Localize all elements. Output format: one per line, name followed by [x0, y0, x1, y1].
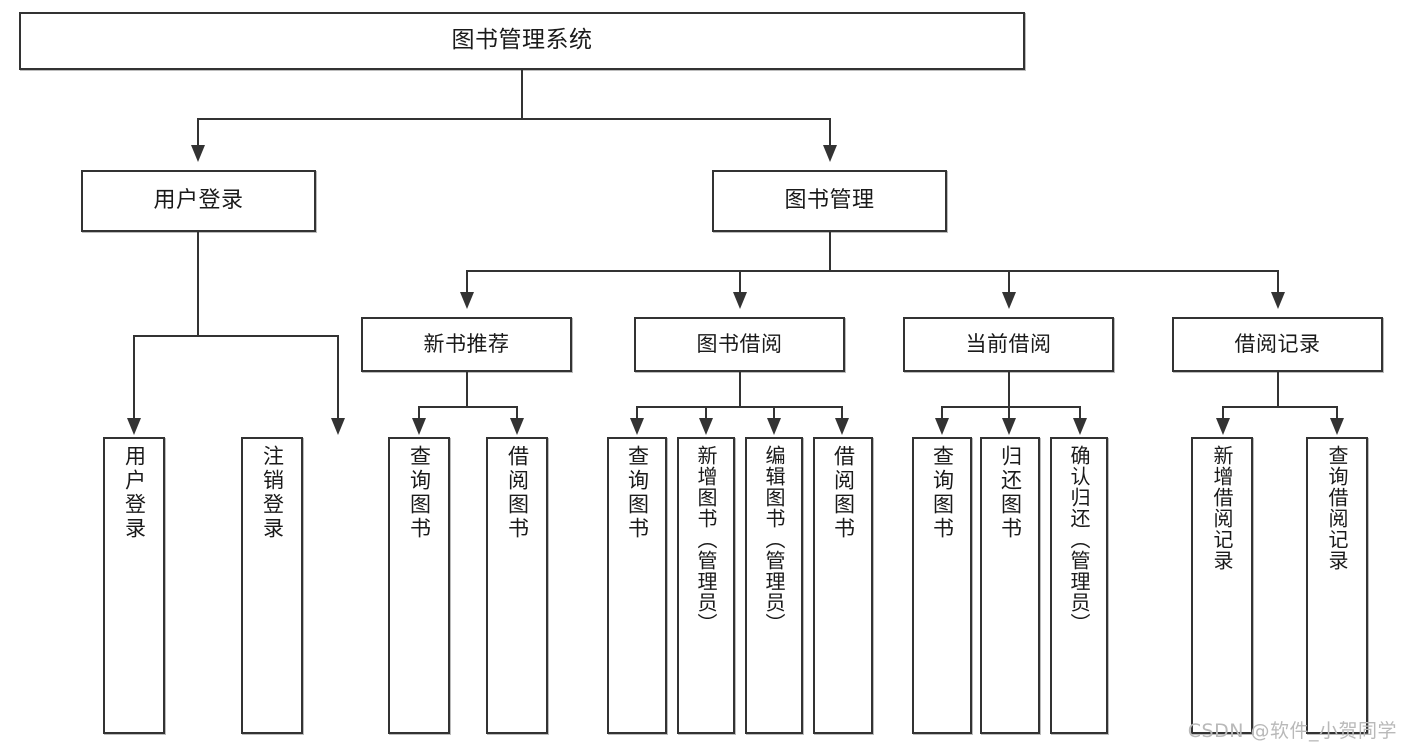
- arrowhead-level3-2: [733, 292, 747, 309]
- connector-user-login-drop-1: [133, 335, 135, 420]
- connector-record-drop-1: [1222, 406, 1224, 420]
- connector-level3-drop-2: [739, 270, 741, 294]
- connector-recommend-drop-2: [516, 406, 518, 420]
- connector-user-login-stem: [197, 232, 199, 336]
- node-label: 新增图书（管理员）: [694, 445, 718, 634]
- connector-level2-bus: [197, 118, 831, 120]
- leaf-borrow-add-book-admin[interactable]: 新增图书（管理员）: [677, 437, 735, 734]
- arrowhead-record-2: [1330, 418, 1344, 435]
- connector-borrow-bus: [636, 406, 843, 408]
- arrowhead-borrow-1: [630, 418, 644, 435]
- leaf-current-return-book[interactable]: 归还图书: [980, 437, 1040, 734]
- connector-level2-drop-1: [197, 118, 199, 147]
- connector-current-drop-2: [1008, 406, 1010, 420]
- connector-current-drop-3: [1079, 406, 1081, 420]
- leaf-recommend-borrow-book[interactable]: 借阅图书: [486, 437, 548, 734]
- connector-level2-drop-2: [829, 118, 831, 147]
- arrowhead-level3-1: [460, 292, 474, 309]
- connector-level3-bus: [466, 270, 1278, 272]
- node-root-system[interactable]: 图书管理系统: [19, 12, 1025, 70]
- node-label: 用户登录: [122, 445, 147, 541]
- arrowhead-borrow-2: [699, 418, 713, 435]
- leaf-borrow-borrow-book[interactable]: 借阅图书: [813, 437, 873, 734]
- arrowhead-user-login-2: [331, 418, 345, 435]
- connector-root-stem: [521, 70, 523, 119]
- connector-level3-drop-1: [466, 270, 468, 294]
- arrowhead-borrow-3: [767, 418, 781, 435]
- arrowhead-current-1: [935, 418, 949, 435]
- connector-borrow-drop-1: [636, 406, 638, 420]
- leaf-recommend-query-book[interactable]: 查询图书: [388, 437, 450, 734]
- watermark-text: CSDN @软件_小贺同学: [1187, 720, 1397, 742]
- node-label: 查询图书: [407, 445, 432, 541]
- connector-recommend-stem: [466, 372, 468, 408]
- node-label: 借阅记录: [1234, 332, 1321, 357]
- connector-user-login-drop-2: [337, 335, 339, 420]
- arrowhead-user-login-1: [127, 418, 141, 435]
- connector-current-drop-1: [941, 406, 943, 420]
- node-label: 借阅图书: [505, 445, 530, 541]
- connector-current-bus: [941, 406, 1081, 408]
- node-label: 确认归还（管理员）: [1067, 445, 1091, 634]
- connector-level3-drop-4: [1277, 270, 1279, 294]
- node-label: 归还图书: [998, 445, 1023, 541]
- connector-current-stem: [1008, 372, 1010, 408]
- connector-book-mgmt-stem: [829, 232, 831, 272]
- connector-borrow-drop-2: [705, 406, 707, 420]
- connector-user-login-bus: [133, 335, 339, 337]
- node-label: 新书推荐: [423, 332, 510, 357]
- leaf-record-add-record[interactable]: 新增借阅记录: [1191, 437, 1253, 734]
- arrowhead-current-2: [1002, 418, 1016, 435]
- node-label: 编辑图书（管理员）: [762, 445, 786, 634]
- leaf-current-query-book[interactable]: 查询图书: [912, 437, 972, 734]
- leaf-record-query-record[interactable]: 查询借阅记录: [1306, 437, 1368, 734]
- connector-borrow-stem: [739, 372, 741, 408]
- node-label: 图书管理系统: [451, 27, 593, 54]
- node-label: 当前借阅: [965, 332, 1052, 357]
- connector-record-bus: [1222, 406, 1338, 408]
- arrowhead-borrow-4: [835, 418, 849, 435]
- arrowhead-level3-3: [1002, 292, 1016, 309]
- arrowhead-level2-1: [191, 145, 205, 162]
- leaf-current-confirm-return-admin[interactable]: 确认归还（管理员）: [1050, 437, 1108, 734]
- node-user-login[interactable]: 用户登录: [81, 170, 316, 232]
- node-label: 查询借阅记录: [1325, 445, 1349, 571]
- arrowhead-level2-2: [823, 145, 837, 162]
- arrowhead-level3-4: [1271, 292, 1285, 309]
- node-borrow-record[interactable]: 借阅记录: [1172, 317, 1383, 372]
- node-label: 用户登录: [153, 188, 244, 214]
- node-new-book-recommend[interactable]: 新书推荐: [361, 317, 572, 372]
- connector-borrow-drop-4: [841, 406, 843, 420]
- node-label: 新增借阅记录: [1210, 445, 1234, 571]
- node-label: 图书管理: [784, 188, 875, 214]
- node-label: 图书借阅: [696, 332, 783, 357]
- arrowhead-record-1: [1216, 418, 1230, 435]
- node-book-borrow[interactable]: 图书借阅: [634, 317, 845, 372]
- node-book-management[interactable]: 图书管理: [712, 170, 947, 232]
- node-label: 借阅图书: [831, 445, 856, 541]
- arrowhead-recommend-2: [510, 418, 524, 435]
- node-label: 注销登录: [260, 445, 285, 541]
- leaf-borrow-query-book[interactable]: 查询图书: [607, 437, 667, 734]
- node-current-borrow[interactable]: 当前借阅: [903, 317, 1114, 372]
- leaf-user-login-login[interactable]: 用户登录: [103, 437, 165, 734]
- leaf-borrow-edit-book-admin[interactable]: 编辑图书（管理员）: [745, 437, 803, 734]
- connector-recommend-drop-1: [418, 406, 420, 420]
- arrowhead-recommend-1: [412, 418, 426, 435]
- connector-recommend-bus: [418, 406, 518, 408]
- node-label: 查询图书: [930, 445, 955, 541]
- node-label: 查询图书: [625, 445, 650, 541]
- connector-record-stem: [1277, 372, 1279, 408]
- connector-record-drop-2: [1336, 406, 1338, 420]
- connector-level3-drop-3: [1008, 270, 1010, 294]
- leaf-user-login-logout[interactable]: 注销登录: [241, 437, 303, 734]
- connector-borrow-drop-3: [773, 406, 775, 420]
- arrowhead-current-3: [1073, 418, 1087, 435]
